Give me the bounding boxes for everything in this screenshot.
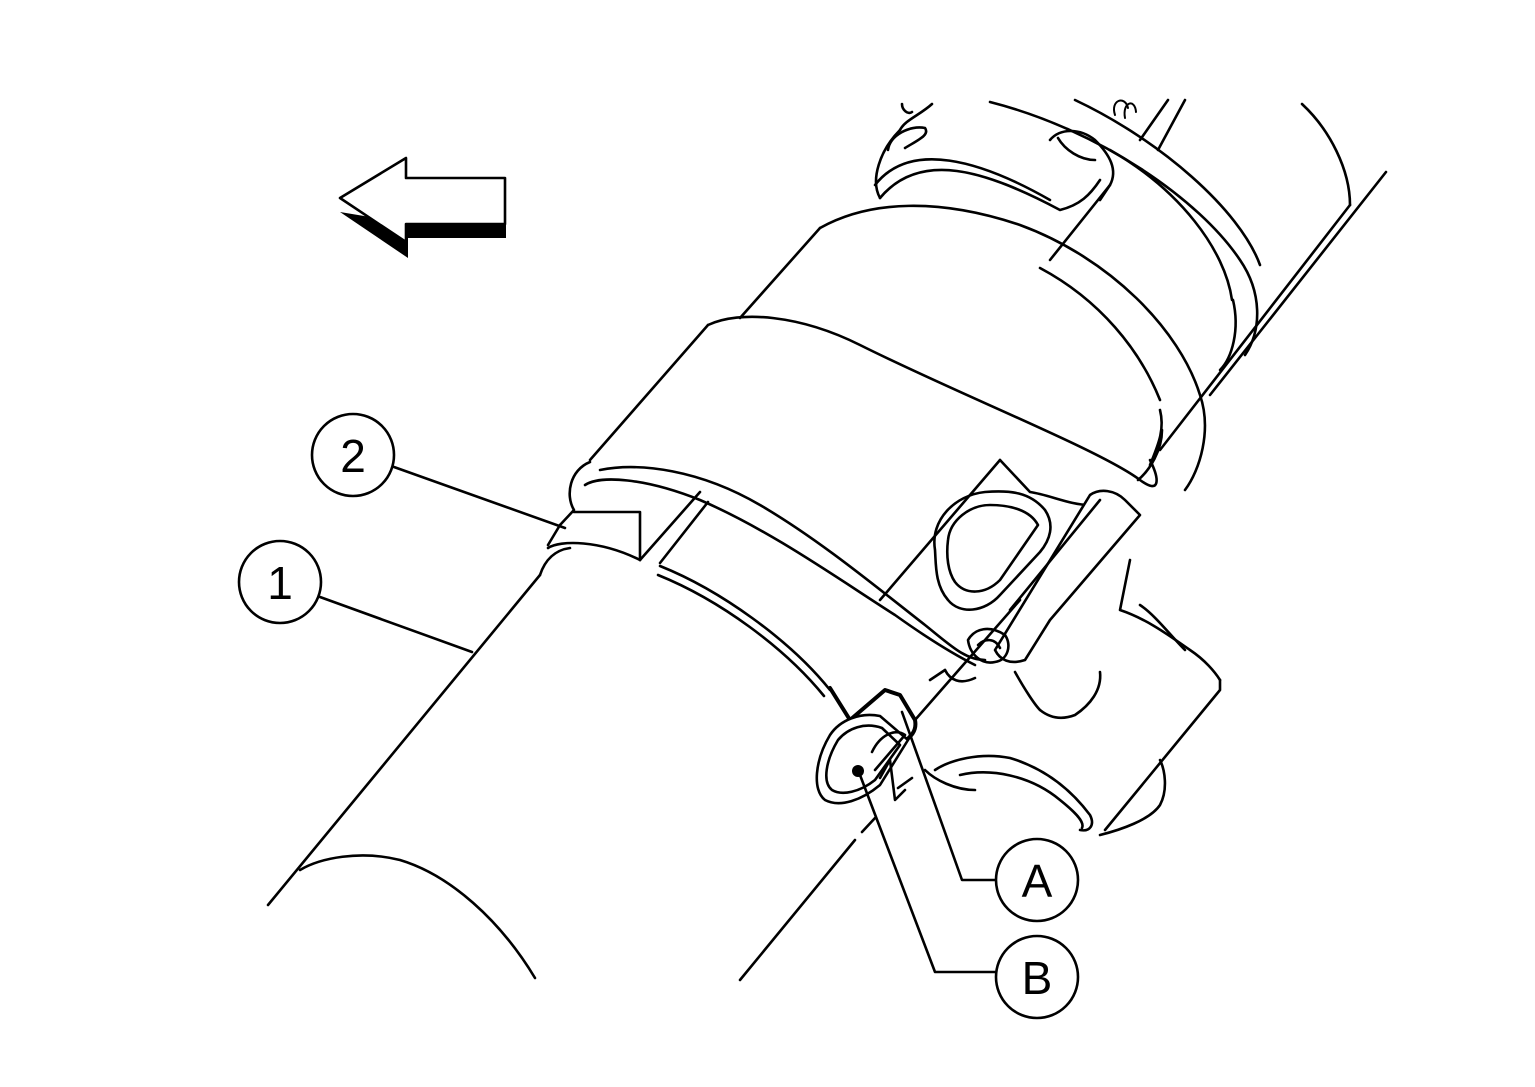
callout-2: 2	[310, 412, 396, 498]
leader-line-a	[900, 710, 998, 882]
callout-2-label: 2	[340, 430, 366, 482]
callout-a: A	[994, 837, 1080, 923]
callout-1-label: 1	[267, 557, 293, 609]
main-pipe	[266, 573, 1022, 982]
arrow-left-icon	[338, 156, 507, 258]
leader-lines	[318, 465, 998, 974]
upper-hose	[873, 98, 1388, 452]
callout-b-label: B	[1022, 952, 1053, 1004]
leader-line-b	[858, 773, 998, 974]
hose-body	[588, 204, 1207, 492]
callout-b: B	[994, 934, 1080, 1020]
clamp-band	[538, 460, 987, 698]
callout-1: 1	[237, 539, 323, 625]
leader-line-2	[392, 465, 567, 530]
callout-a-label: A	[1022, 855, 1053, 907]
leader-line-1	[318, 595, 474, 654]
pivot-point-b	[852, 765, 864, 777]
clamp-tab	[878, 458, 1222, 837]
clip-parts	[815, 686, 918, 805]
